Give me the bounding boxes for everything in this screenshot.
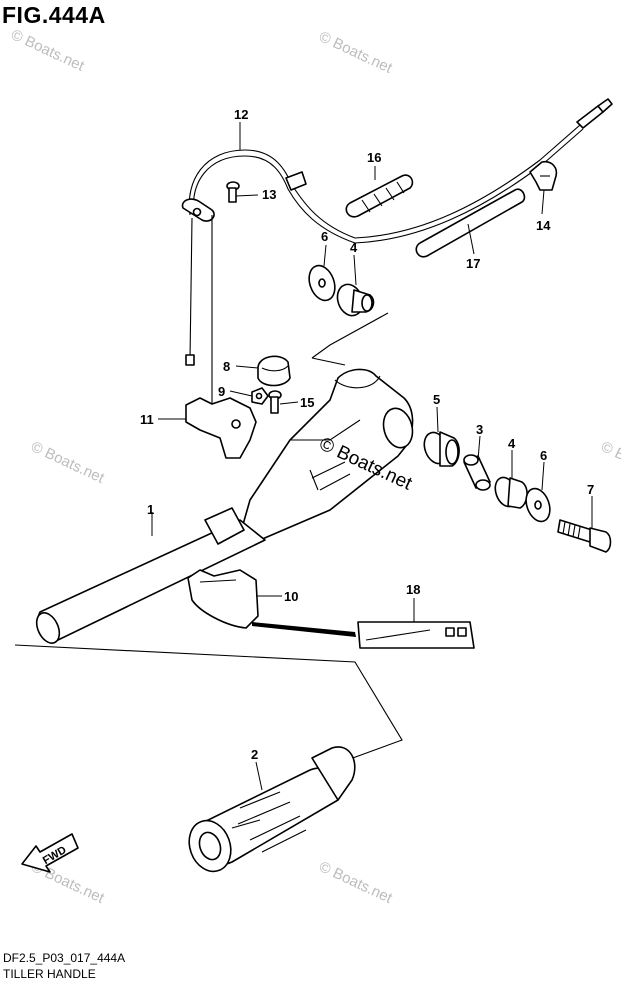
leader-lines [151,122,593,791]
screw-13 [226,181,240,203]
sleeve-16 [345,174,414,218]
callout-4-right: 4 [508,436,516,451]
assembly-outline [14,312,403,771]
callout-10: 10 [284,589,298,604]
tiller-housing [239,368,414,541]
tiller-shaft-1 [35,507,266,644]
callout-12: 12 [234,107,248,122]
tube-17 [415,188,526,258]
callout-1: 1 [147,502,154,517]
watermark: © Boats.net [316,858,395,907]
callout-2: 2 [251,747,258,762]
callout-14: 14 [536,218,551,233]
clip-14 [529,160,558,191]
nut-9 [251,387,269,405]
callouts: 12 13 16 14 17 6 4 8 9 11 15 1 10 18 5 3… [140,107,594,762]
callout-7: 7 [587,482,594,497]
figure-title: FIG.444A [2,2,106,28]
callout-15: 15 [300,395,314,410]
callout-16: 16 [367,150,381,165]
bushing-5 [423,431,460,467]
callout-6-top: 6 [321,229,328,244]
spacer-3 [463,454,491,491]
callout-6-right: 6 [540,448,547,463]
callout-4-top: 4 [350,240,358,255]
callout-9: 9 [218,384,225,399]
callout-18: 18 [406,582,420,597]
callout-13: 13 [262,187,276,202]
washer-6-right [525,487,551,523]
callout-17: 17 [466,256,480,271]
bolt-7 [557,519,612,553]
bracket-11 [185,397,257,459]
callout-8: 8 [223,359,230,374]
callout-5: 5 [433,392,440,407]
screw-15 [268,390,282,414]
bushing-4-right [494,476,528,509]
watermark: © Boats.net [316,28,395,77]
washer-6-top [308,264,336,302]
grip-2 [188,746,356,873]
callout-3: 3 [476,422,483,437]
figure-name: TILLER HANDLE [3,967,96,981]
watermark: © Boats.net [28,438,107,487]
figure-code: DF2.5_P03_017_444A [3,951,126,965]
bushing-4-top [336,283,375,317]
throttle-cable [181,98,613,420]
bracket-10 [187,569,259,629]
knob-8 [257,355,291,387]
decal-18 [252,621,475,649]
watermark: © Boats.net [8,26,87,75]
fwd-label: FWD [41,844,69,867]
callout-11: 11 [140,412,154,427]
watermark: © Boats.net [598,438,621,487]
